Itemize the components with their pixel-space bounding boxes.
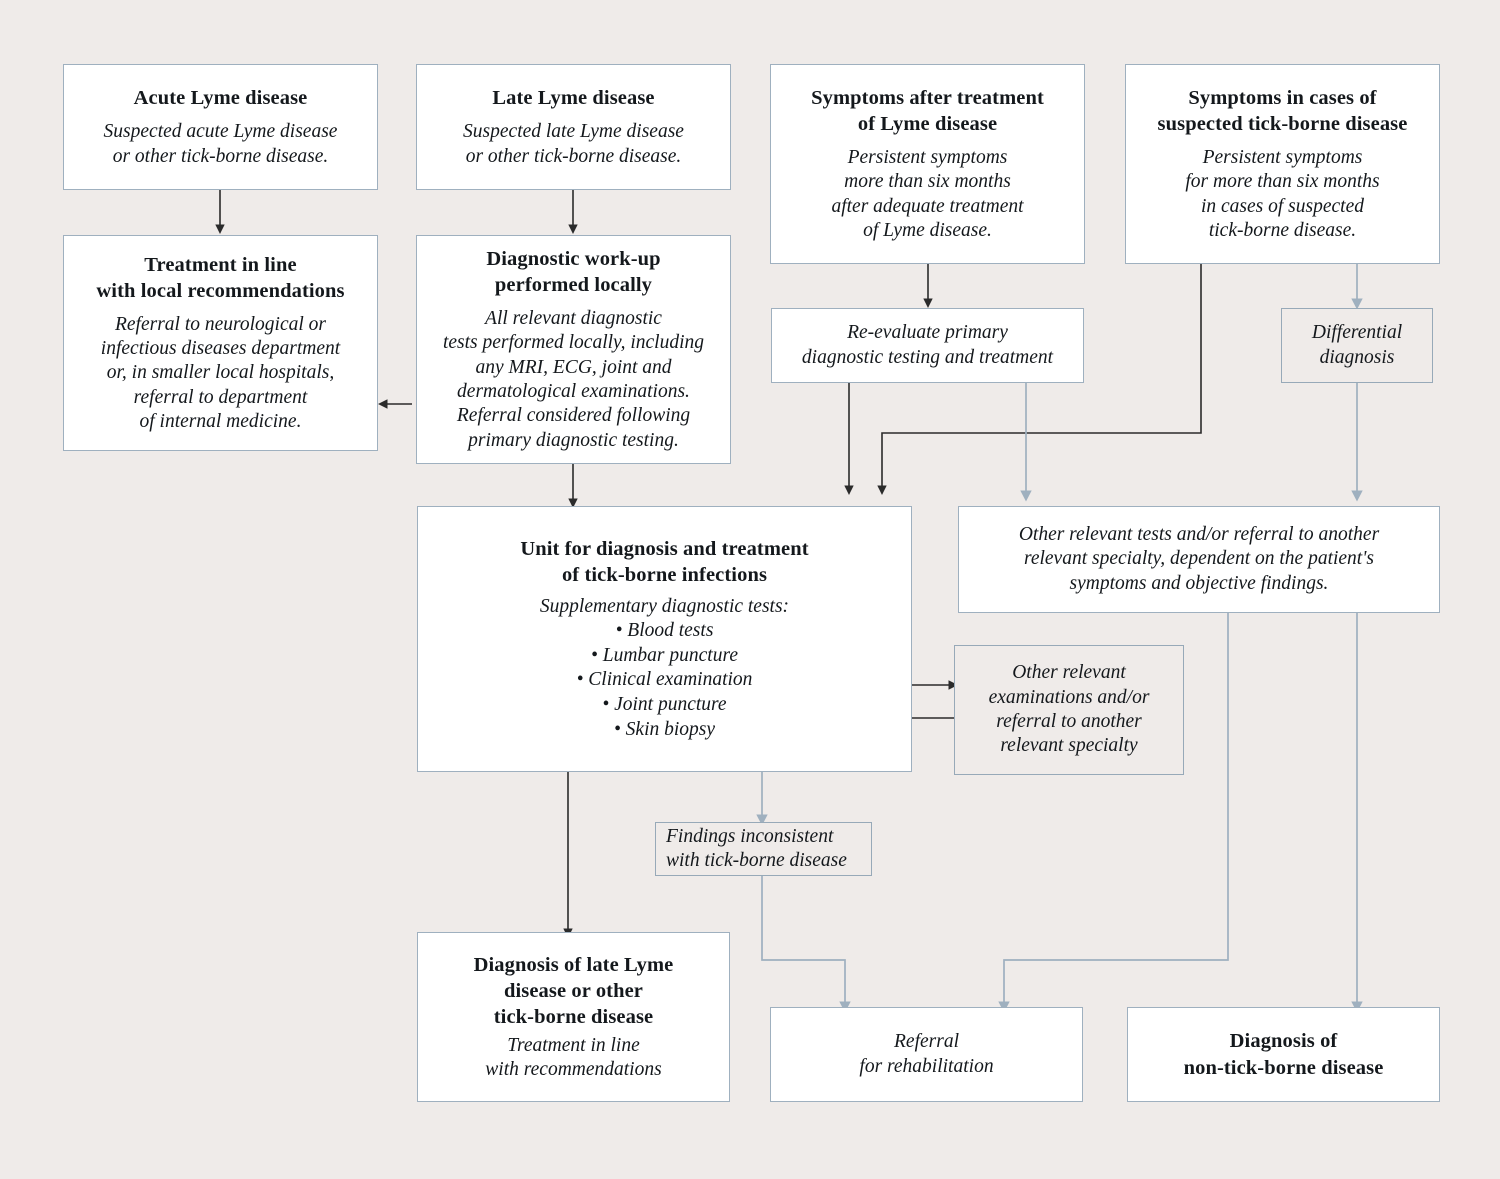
node-diagnostic-workup[interactable]: Diagnostic work-up performed locally All… (416, 235, 731, 464)
node-treatment-local-body: Referral to neurological or infectious d… (100, 313, 341, 433)
wire-findings-to-referral (761, 875, 851, 1013)
node-reevaluate[interactable]: Re-evaluate primary diagnostic testing a… (771, 308, 1084, 383)
node-diagnosis-late-lyme-body: Treatment in line with recommendations (485, 1034, 662, 1081)
node-symptoms-after-treatment[interactable]: Symptoms after treatment of Lyme disease… (770, 64, 1085, 264)
list-item: Skin biopsy (577, 718, 753, 743)
node-diagnostic-workup-body: All relevant diagnostic tests performed … (442, 307, 705, 451)
node-late-lyme-title: Late Lyme disease (492, 87, 655, 110)
node-symptoms-suspected-title: Symptoms in cases of suspected tick-born… (1157, 86, 1408, 135)
node-other-tests-body: Other relevant tests and/or referral to … (1018, 523, 1380, 594)
node-reevaluate-body: Re-evaluate primary diagnostic testing a… (801, 322, 1054, 368)
node-other-examinations-body: Other relevant examinations and/or refer… (988, 662, 1150, 757)
node-findings-inconsistent-body: Findings inconsistent with tick-borne di… (666, 825, 847, 871)
node-late-lyme[interactable]: Late Lyme disease Suspected late Lyme di… (416, 64, 731, 190)
node-diagnosis-late-lyme[interactable]: Diagnosis of late Lyme disease or other … (417, 932, 730, 1102)
node-unit-bullet-list: Blood tests Lumbar puncture Clinical exa… (577, 619, 753, 743)
node-other-examinations[interactable]: Other relevant examinations and/or refer… (954, 645, 1184, 775)
node-diagnosis-non-tick-borne[interactable]: Diagnosis of non-tick-borne disease (1127, 1007, 1440, 1102)
node-diagnosis-non-tick-borne-title: Diagnosis of non-tick-borne disease (1183, 1030, 1384, 1079)
list-item: Blood tests (577, 619, 753, 644)
list-item: Joint puncture (577, 693, 753, 718)
node-acute-lyme-body: Suspected acute Lyme disease or other ti… (103, 121, 338, 167)
node-differential-diagnosis-body: Differential diagnosis (1311, 322, 1403, 368)
node-findings-inconsistent[interactable]: Findings inconsistent with tick-borne di… (655, 822, 872, 876)
node-unit-subtitle: Supplementary diagnostic tests: (539, 595, 790, 617)
node-differential-diagnosis[interactable]: Differential diagnosis (1281, 308, 1433, 383)
node-other-tests[interactable]: Other relevant tests and/or referral to … (958, 506, 1440, 613)
node-diagnosis-late-lyme-title: Diagnosis of late Lyme disease or other … (473, 953, 674, 1028)
node-late-lyme-body: Suspected late Lyme disease or other tic… (463, 121, 684, 167)
node-diagnostic-workup-title: Diagnostic work-up performed locally (486, 247, 661, 296)
node-symptoms-after-treatment-body: Persistent symptoms more than six months… (831, 146, 1024, 241)
node-acute-lyme-title: Acute Lyme disease (133, 87, 308, 110)
list-item: Clinical examination (577, 668, 752, 693)
node-unit-diagnosis-treatment[interactable]: Unit for diagnosis and treatment of tick… (417, 506, 912, 772)
node-unit-title: Unit for diagnosis and treatment of tick… (520, 537, 809, 586)
node-treatment-local-title: Treatment in line with local recommendat… (96, 253, 345, 302)
node-referral-rehabilitation-body: Referral for rehabilitation (859, 1031, 994, 1077)
list-item: Lumbar puncture (577, 644, 753, 669)
node-acute-lyme[interactable]: Acute Lyme disease Suspected acute Lyme … (63, 64, 378, 190)
node-symptoms-after-treatment-title: Symptoms after treatment of Lyme disease (811, 86, 1044, 135)
node-symptoms-suspected[interactable]: Symptoms in cases of suspected tick-born… (1125, 64, 1440, 264)
node-treatment-local[interactable]: Treatment in line with local recommendat… (63, 235, 378, 451)
node-symptoms-suspected-body: Persistent symptoms for more than six mo… (1185, 146, 1380, 241)
node-referral-rehabilitation[interactable]: Referral for rehabilitation (770, 1007, 1083, 1102)
